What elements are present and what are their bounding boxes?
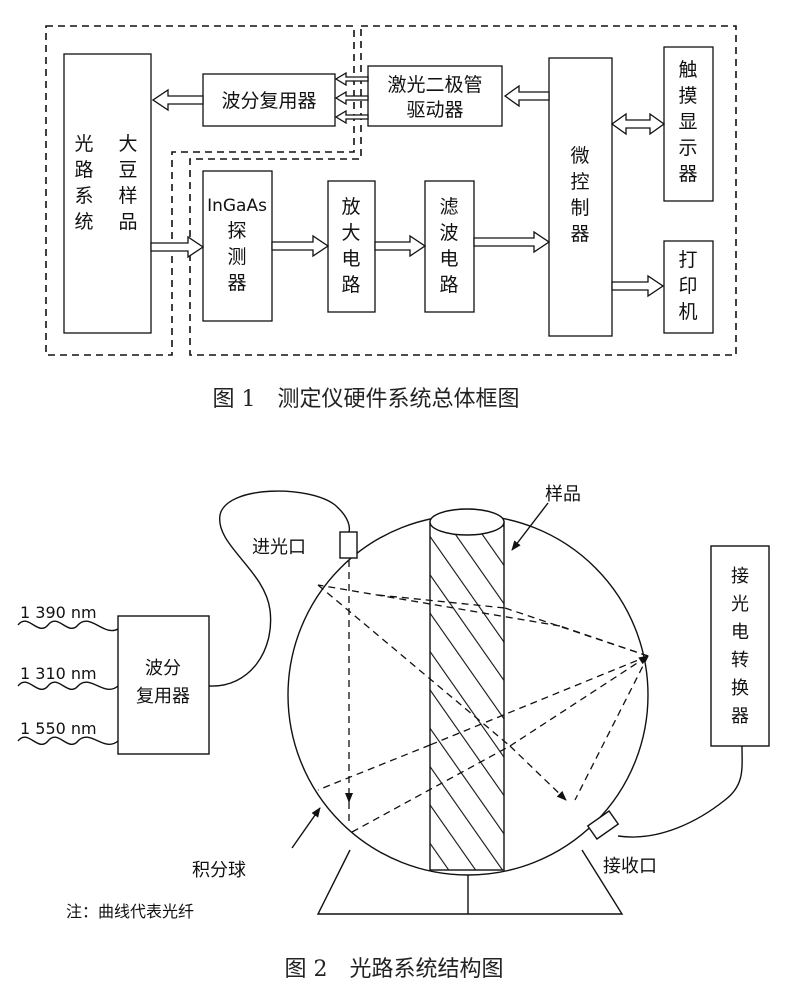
printer-box [663,240,714,334]
label-mcu-1: 微 [570,145,589,167]
figure-1-caption: 图 1 测定仪硬件系统总体框图 [213,387,520,412]
fiber-1550 [17,736,119,746]
arrow-sample-to-ingaas [150,235,205,259]
arrow-driver-to-wdm-2 [334,90,369,106]
arrow-filter-to-mcu [473,230,551,254]
figure-1 [45,25,737,356]
label-receiver-1: 接 [731,566,749,587]
arrow-mcu-to-driver [503,84,550,108]
label-driver-line2: 驱动器 [406,99,463,121]
label-mcu-2: 控 [570,171,589,193]
label-wdm-1: 波分复用器 [221,90,316,112]
arrow-amp-to-filter [374,234,427,258]
optical-sample-box [63,53,152,334]
label-1390: 1 390 nm [20,603,97,622]
label-sample-2: 豆 [118,159,137,181]
label-driver-line1: 激光二极管 [387,74,482,96]
sphere-stand [316,849,624,915]
label-filter-1: 滤 [439,196,458,218]
arrow-wdm-to-sample [151,88,204,112]
label-ingaas-3: 测 [227,246,246,268]
sample-pointer-arrow [511,502,549,551]
label-touch-1: 触 [678,59,697,81]
label-amp-3: 电 [341,248,360,270]
arrow-driver-to-wdm-1 [334,71,369,87]
label-sample-3: 样 [118,185,137,207]
figure-2-caption: 图 2 光路系统结构图 [285,957,504,982]
label-receiver-5: 换 [731,678,749,699]
wdm-box-2 [117,615,210,755]
label-touch-4: 示 [678,137,697,159]
label-printer-3: 机 [678,301,697,323]
label-receiver-2: 光 [731,594,749,615]
label-touch-3: 显 [678,111,697,133]
label-mcu-4: 器 [570,223,589,245]
figure-2 [17,490,770,915]
label-sphere: 积分球 [192,860,246,881]
label-sample: 样品 [545,484,581,505]
label-outlet: 接收口 [603,856,657,877]
label-ingaas-4: 器 [227,272,246,294]
label-inlet: 进光口 [252,537,306,558]
fiber-1310 [17,681,119,691]
mcu-box [548,57,613,337]
label-optical-1: 光 [74,133,93,155]
label-sample-4: 品 [118,211,137,233]
label-amp-1: 放 [341,196,360,218]
label-note: 注：曲线代表光纤 [66,902,194,921]
label-filter-2: 波 [439,222,458,244]
figure-1-labels: 光 路 系 统 大 豆 样 品 波分复用器 激光二极管 驱动器 InGaAs 探… [74,59,697,412]
arrow-mcu-to-printer [611,274,665,298]
light-paths [317,560,649,833]
label-amp-2: 大 [341,222,360,244]
fiber-wdm-to-inlet [208,490,351,687]
outlet-port [586,810,620,840]
sample-column-hatch [429,521,505,871]
label-ingaas: InGaAs [207,196,267,216]
label-optical-2: 路 [74,159,93,181]
sphere-pointer-arrow [291,807,321,849]
sample-column-top [429,508,505,536]
dashed-region-optical [45,25,355,356]
label-optical-4: 统 [74,211,93,233]
fiber-1390 [17,620,119,632]
label-ingaas-2: 探 [227,220,246,242]
label-amp-4: 路 [341,274,360,296]
dashed-region-electronic [189,25,737,356]
label-touch-5: 器 [678,163,697,185]
label-receiver-3: 电 [731,622,749,643]
arrow-mcu-display [610,112,666,136]
label-receiver-6: 器 [731,706,749,727]
inlet-port [339,531,358,559]
label-1550: 1 550 nm [20,719,97,738]
receiver-box [710,545,770,747]
label-wdm-2-line1: 波分 [145,658,181,679]
label-mcu-3: 制 [570,197,589,219]
arrow-ingaas-to-amp [271,234,330,258]
label-receiver-4: 转 [731,650,749,671]
label-filter-4: 路 [439,274,458,296]
label-filter-3: 电 [439,248,458,270]
label-printer-1: 打 [678,249,697,271]
label-wdm-2-line2: 复用器 [136,686,190,707]
label-printer-2: 印 [678,275,697,297]
label-1310: 1 310 nm [20,664,97,683]
arrow-driver-to-wdm-3 [334,109,369,125]
label-sample-1: 大 [118,133,137,155]
figure-2-labels: 1 390 nm 1 310 nm 1 550 nm 波分 复用器 进光口 样品… [20,484,749,982]
label-touch-2: 摸 [678,85,697,107]
label-optical-3: 系 [74,185,93,207]
fiber-outlet-to-receiver [617,745,743,838]
